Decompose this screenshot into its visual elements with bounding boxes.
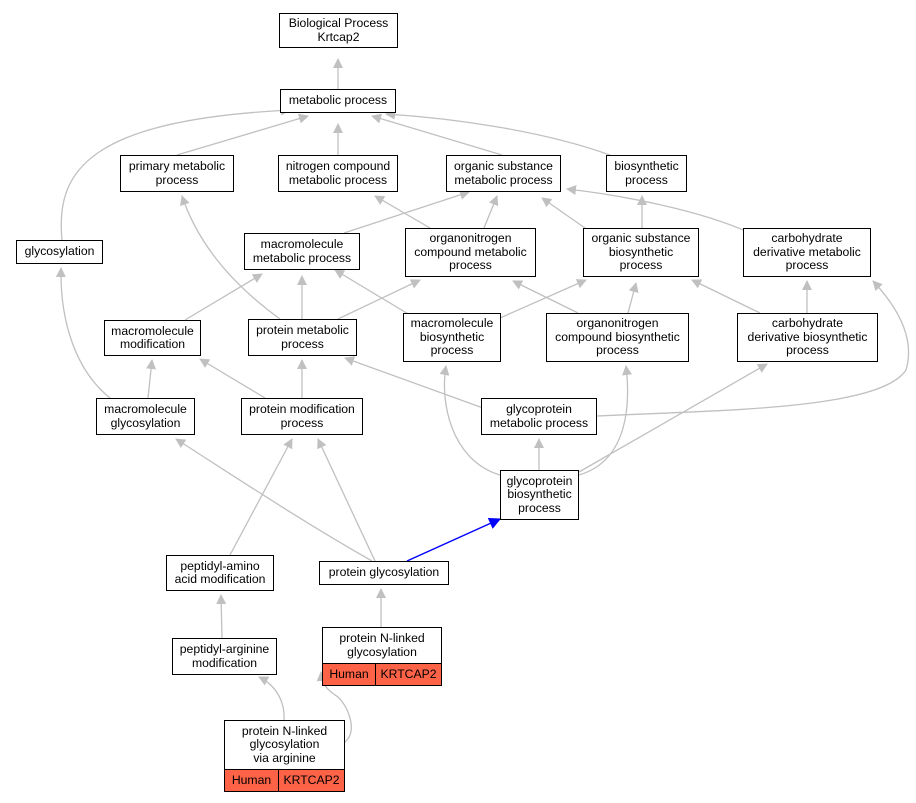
edge-glycoprotein-met-to-carb-met <box>596 280 910 417</box>
node-label: metabolic process <box>288 93 388 108</box>
edge-organonitrogen-bio-to-organic-sub-bio <box>627 282 639 314</box>
edge-glycoprotein-bio-to-macromol-bio <box>439 365 501 476</box>
node-protein-glyc[interactable]: protein glycosylation <box>319 561 449 585</box>
species-tag[interactable]: Human <box>225 770 278 791</box>
edge-macromol-bio-to-macromol-met <box>334 269 416 319</box>
species-tag[interactable]: Human <box>323 664 375 685</box>
edge-organonitrogen-met-to-organic-sub <box>483 195 499 229</box>
node-metabolic[interactable]: metabolic process <box>280 89 396 113</box>
edge-protein-glyc-to-macromol-glyc <box>175 438 373 562</box>
edge-nlinked-arg-to-peptidyl-arg <box>258 676 285 721</box>
edge-peptidyl-arg-to-peptidyl-amino <box>216 594 227 639</box>
edge-macromol-bio-to-organic-sub-bio <box>499 279 587 319</box>
edge-protein-met-to-organonitrogen-met <box>337 279 421 320</box>
edge-glycoprotein-bio-to-carb-bio <box>578 363 768 473</box>
edge-protein-mod-to-macromol-mod <box>199 358 266 399</box>
edge-glycoprotein-bio-to-organonitrogen-bio <box>578 365 633 476</box>
node-label: glycosylation <box>24 244 95 259</box>
edge-carb-met-to-organic-sub <box>566 185 751 234</box>
node-glycosylation[interactable]: glycosylation <box>16 240 103 264</box>
edge-macromol-glyc-to-glycosylation <box>55 267 111 399</box>
edge-protein-glyc-to-protein-mod <box>317 438 376 562</box>
edge-primary-to-metabolic <box>176 113 309 156</box>
edge-organonitrogen-bio-to-organonitrogen-met <box>512 280 579 314</box>
gene-tag[interactable]: KRTCAP2 <box>375 664 441 685</box>
edge-glycoprotein-met-to-protein-met <box>344 356 484 409</box>
edge-organonitrogen-met-to-nitrogen <box>374 195 431 229</box>
edge-protein-glyc-to-glycoprotein-bio-highlight <box>406 517 502 562</box>
edge-organic-sub-to-metabolic <box>371 113 503 156</box>
edge-carb-bio-to-organic-sub-bio <box>691 279 761 314</box>
node-label: protein glycosylation <box>328 565 440 580</box>
edge-protein-met-to-primary <box>180 195 281 320</box>
edge-macromol-met-to-organic-sub <box>343 190 470 234</box>
gene-tag[interactable]: KRTCAP2 <box>278 770 344 791</box>
edge-glycosylation-to-metabolic <box>60 105 291 241</box>
edge-peptidyl-amino-to-protein-mod <box>229 438 293 556</box>
edge-macromol-mod-to-macromol-met <box>184 273 263 321</box>
edge-macromol-glyc-to-macromol-mod <box>146 359 157 399</box>
edge-biosynthetic-to-metabolic <box>385 109 611 156</box>
